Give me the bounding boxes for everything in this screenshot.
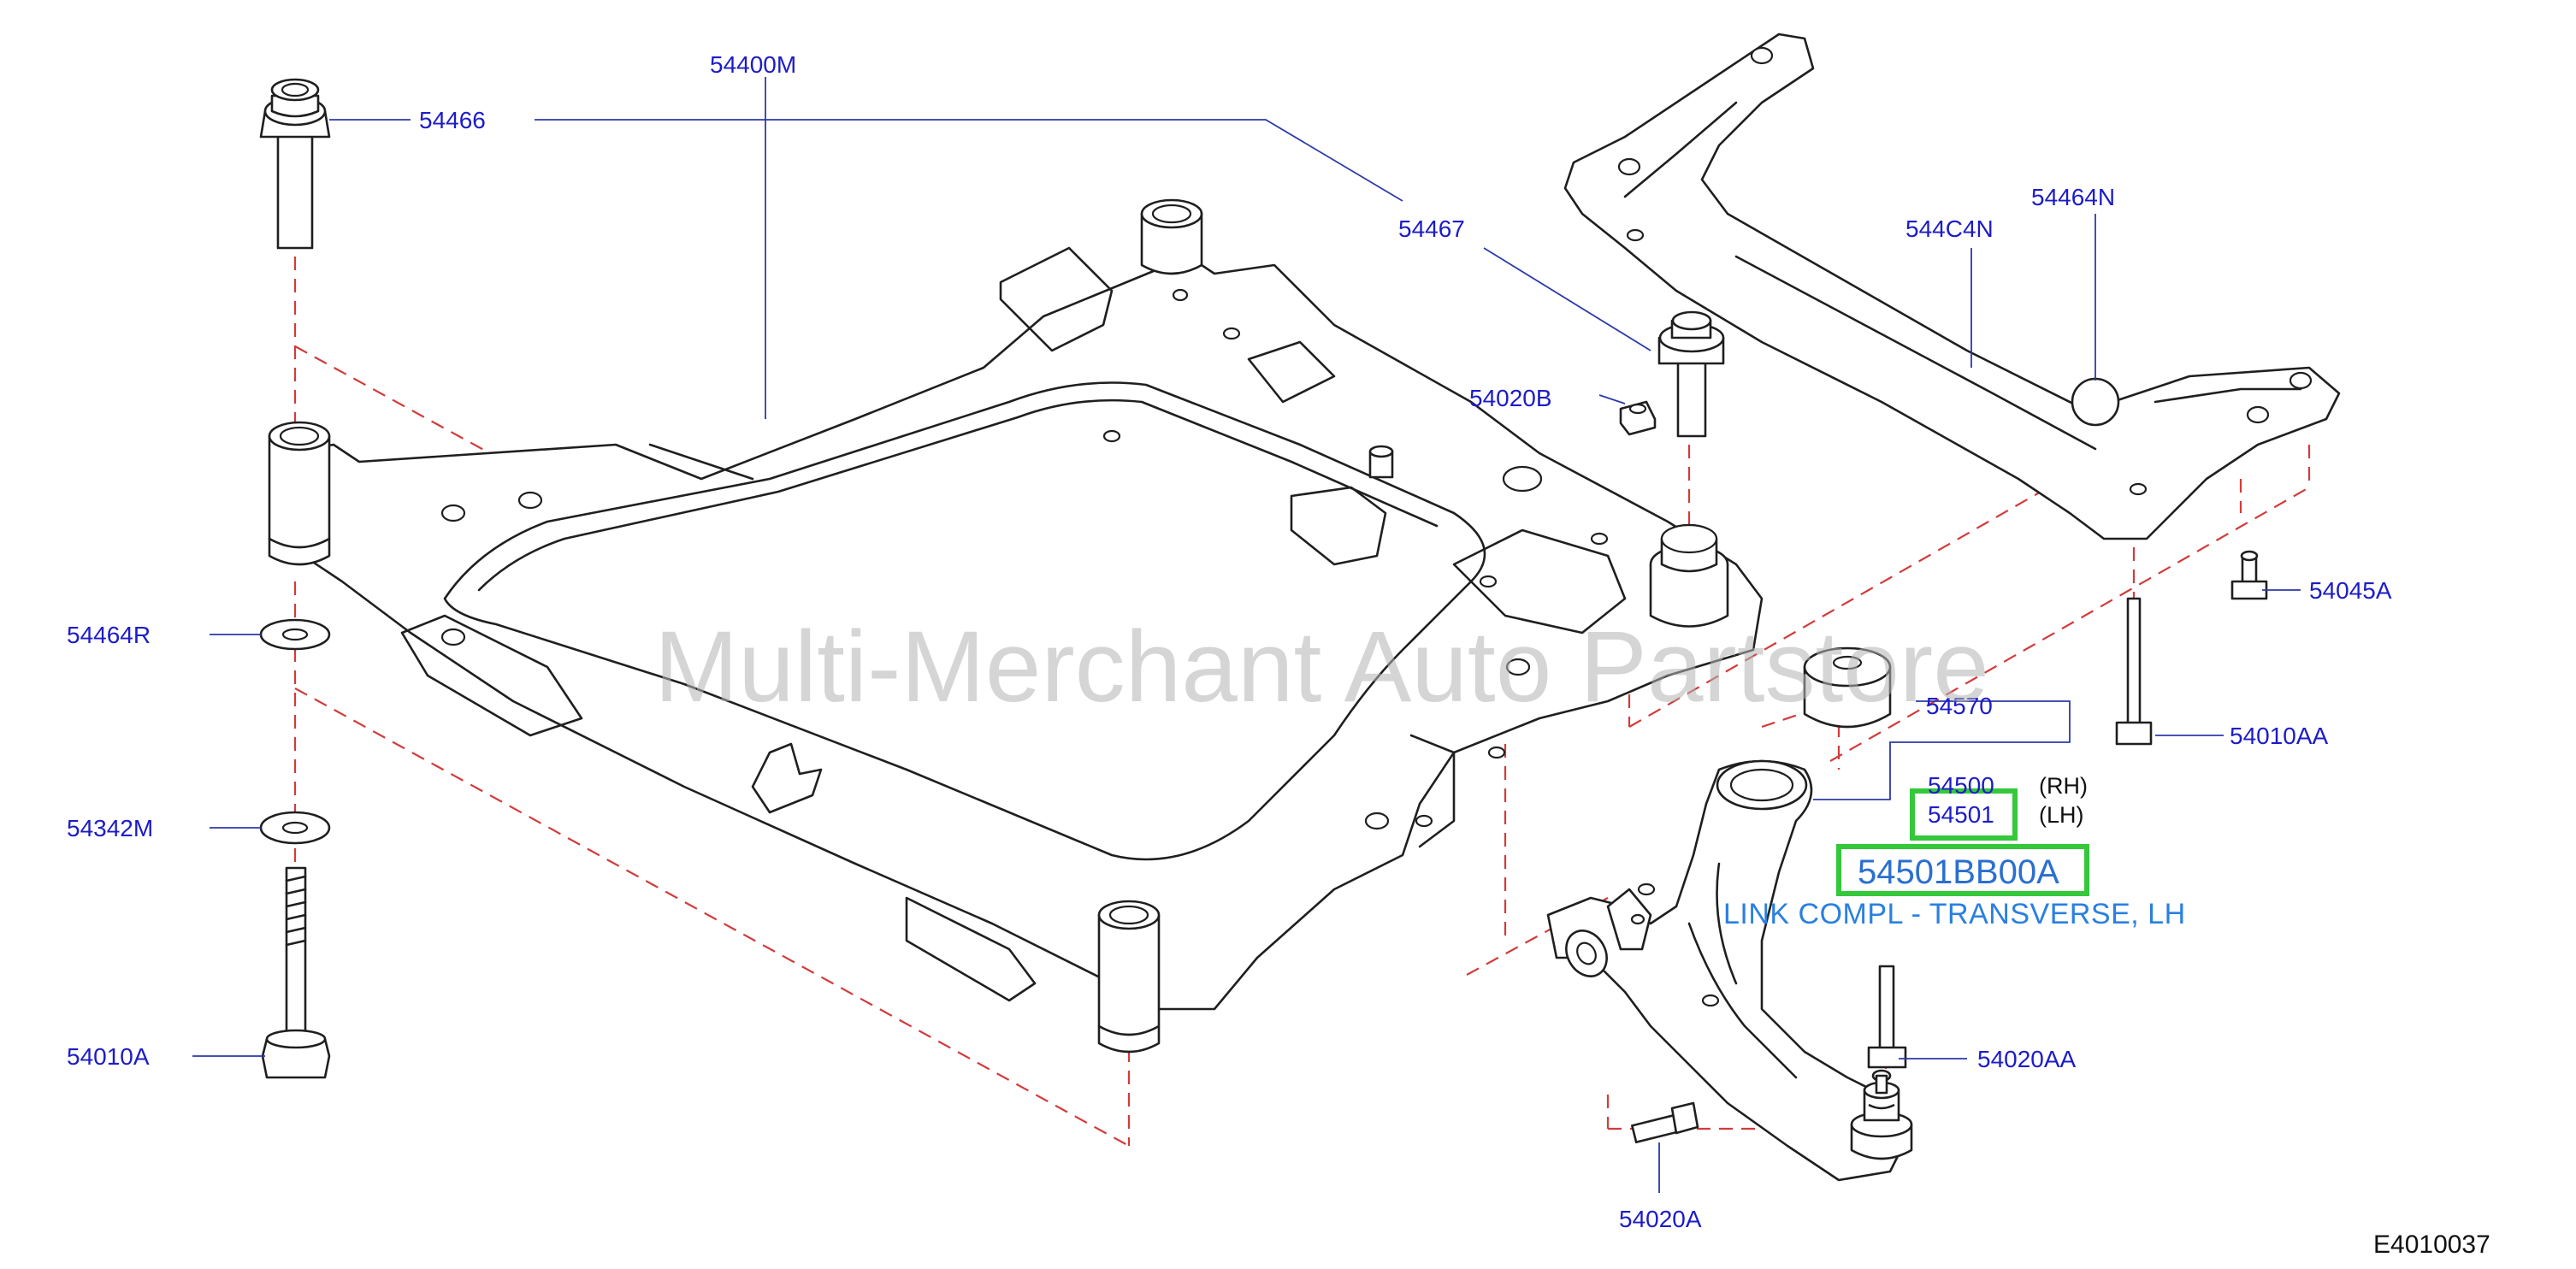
label-54020B[interactable]: 54020B [1469, 385, 1552, 411]
label-lh: (LH) [2039, 802, 2084, 828]
label-54342M[interactable]: 54342M [67, 815, 153, 841]
part-54020B-nut [1619, 400, 1657, 436]
label-54466[interactable]: 54466 [419, 107, 486, 133]
label-54467[interactable]: 54467 [1398, 215, 1465, 242]
watermark-text: Multi-Merchant Auto Partstore [654, 611, 1989, 723]
part-54020A-bolt [1631, 1101, 1699, 1144]
part-54464R-washer [259, 618, 331, 651]
label-54045A[interactable]: 54045A [2309, 577, 2392, 604]
label-54464R[interactable]: 54464R [67, 622, 151, 648]
part-54010A-bolt [261, 866, 331, 1079]
label-rh: (RH) [2039, 773, 2088, 799]
label-54500[interactable]: 54500 [1928, 772, 1994, 799]
highlight-box-part-number [1836, 844, 2089, 896]
part-54467-bushing [1657, 310, 1725, 438]
stabilizer-member [1563, 32, 2341, 540]
leader-lines [192, 77, 2301, 1193]
highlight-part-description: LINK COMPL - TRANSVERSE, LH [1723, 898, 2186, 930]
label-544C4N[interactable]: 544C4N [1905, 215, 1994, 242]
transverse-link-arm [1546, 759, 1913, 1182]
highlight-part-number[interactable]: 54501BB00A [1858, 853, 2059, 891]
part-54342M-washer [259, 811, 331, 845]
label-54020AA[interactable]: 54020AA [1977, 1046, 2077, 1072]
label-54400M[interactable]: 54400M [710, 51, 796, 78]
label-54010AA[interactable]: 54010AA [2230, 723, 2329, 749]
highlight-box-54501 [1910, 788, 2018, 841]
part-54020AA-bolt [1867, 965, 1907, 1069]
label-54010A[interactable]: 54010A [67, 1043, 150, 1070]
diagram-code: E4010037 [2373, 1231, 2490, 1259]
label-54464N[interactable]: 54464N [2031, 184, 2115, 210]
label-54501[interactable]: 54501 [1928, 801, 1994, 828]
front-subframe [268, 198, 1764, 1054]
part-54010AA-bolt [2115, 597, 2153, 746]
part-54045A-bolt [2230, 550, 2268, 600]
part-54466-bushing [259, 78, 331, 250]
part-54570-bushing [1803, 646, 1892, 729]
part-labels: 54400M 54466 54467 54020B 544C4N 54464N … [67, 51, 2392, 1232]
label-54020A[interactable]: 54020A [1619, 1206, 1702, 1232]
label-54570[interactable]: 54570 [1926, 693, 1993, 719]
